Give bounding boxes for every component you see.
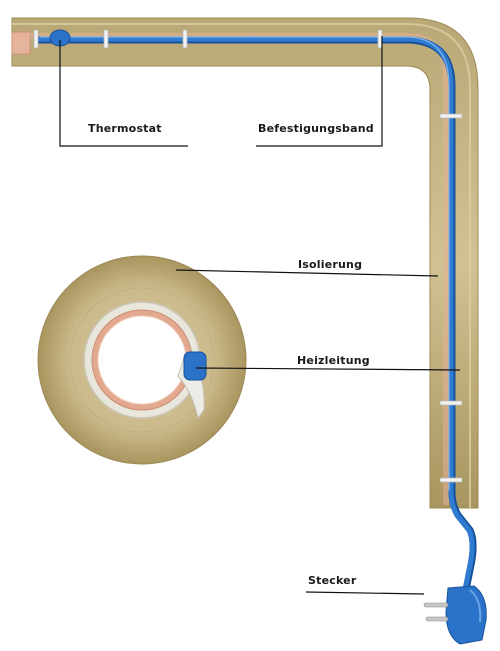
plug-pin: [423, 602, 449, 608]
clamp-band: [182, 29, 188, 49]
leader-line-heating-cable: [195, 367, 461, 371]
label-thermostat: Thermostat: [88, 122, 162, 135]
leader-line-clamp-band: [256, 36, 383, 147]
clamp-band: [439, 113, 463, 119]
clamp-band: [439, 400, 463, 406]
heating-cable-section: [183, 351, 207, 381]
insulation-ring: [53, 271, 231, 449]
label-clamp-band: Befestigungsband: [258, 122, 374, 135]
clamp-band: [103, 29, 109, 49]
label-plug: Stecker: [308, 574, 357, 587]
leader-line-plug: [305, 591, 425, 595]
clamp-bands-horizontal: [33, 29, 383, 49]
plug: [423, 585, 487, 645]
pipe-bore: [97, 315, 187, 405]
clamp-band: [439, 477, 463, 483]
label-insulation: Isolierung: [298, 258, 363, 271]
leader-line-insulation: [175, 269, 439, 277]
pipe-insulation-highlight: [12, 23, 471, 508]
plug-body: [445, 585, 487, 645]
leader-lines: [59, 36, 461, 595]
plug-grip: [469, 589, 482, 623]
label-heating-cable: Heizleitung: [297, 354, 370, 367]
clamp-band: [33, 29, 39, 49]
heating-cable-sheen: [40, 36, 450, 490]
heating-cable-run: [34, 36, 477, 594]
leader-line-thermostat: [59, 40, 188, 147]
plug-pin: [425, 616, 449, 622]
insulation-ring: [69, 287, 215, 433]
pipe-insulation-jacket: [11, 17, 479, 509]
pipe-cross-section: [37, 255, 247, 465]
clamp-bands-vertical: [439, 113, 463, 483]
